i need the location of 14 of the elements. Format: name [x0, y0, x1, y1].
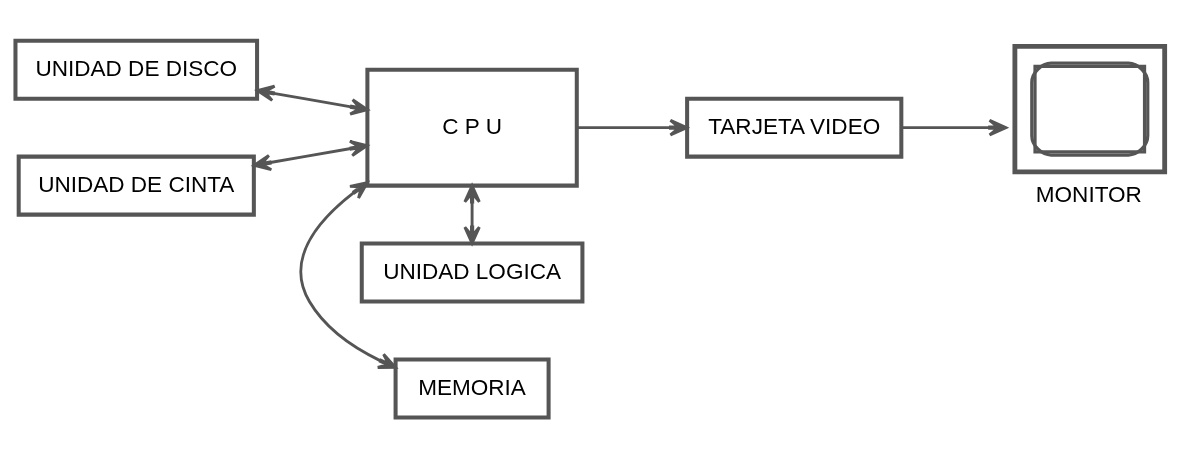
- arrow: [901, 118, 1008, 136]
- node-box: UNIDAD DE DISCO: [13, 38, 260, 101]
- arrow: [256, 84, 369, 115]
- node-box: MEMORIA: [393, 357, 551, 420]
- node-box: C P U: [365, 67, 579, 188]
- arrow: [463, 183, 481, 245]
- arrow: [299, 180, 397, 369]
- node-box: UNIDAD DE CINTA: [16, 154, 256, 217]
- node-box: UNIDAD LOGICA: [359, 241, 585, 304]
- node-label: MONITOR: [1035, 181, 1142, 207]
- arrow: [576, 118, 689, 136]
- node-box: TARJETA VIDEO: [685, 96, 904, 159]
- node-box: [1012, 43, 1168, 174]
- arrow: [252, 139, 369, 171]
